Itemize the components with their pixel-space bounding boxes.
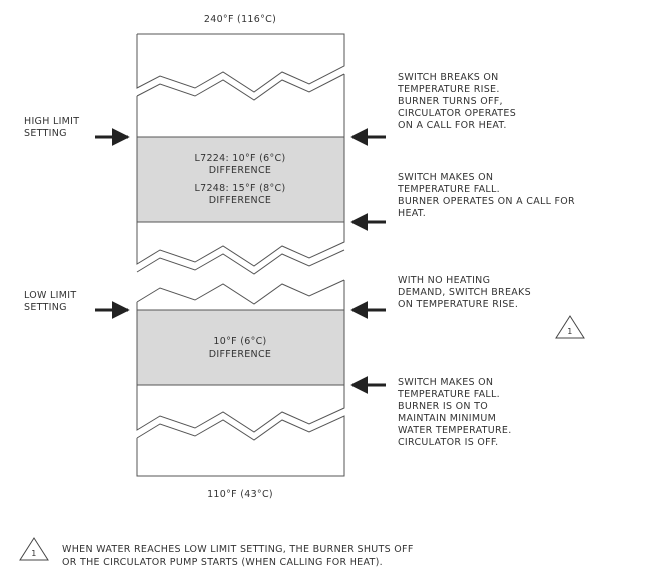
break-line-middle bbox=[136, 249, 345, 275]
note-2-line-3: BURNER OPERATES ON A CALL FOR bbox=[398, 196, 575, 207]
high-band-text-1: L7224: 10°F (6°C) bbox=[195, 153, 286, 164]
note-1-line-4: CIRCULATOR OPERATES bbox=[398, 108, 516, 119]
warning-triangle-number: 1 bbox=[567, 327, 572, 336]
note-3-line-3: ON TEMPERATURE RISE. bbox=[398, 299, 518, 310]
high-band-text-2: DIFFERENCE bbox=[209, 165, 271, 176]
lower-column-segment bbox=[136, 415, 345, 477]
note-4-line-2: TEMPERATURE FALL. bbox=[397, 389, 500, 400]
note-1-line-3: BURNER TURNS OFF, bbox=[398, 96, 503, 107]
low-band-text-1: 10°F (6°C) bbox=[213, 336, 266, 347]
note-4-line-6: CIRCULATOR IS OFF. bbox=[398, 437, 498, 448]
note-switch-breaks: SWITCH BREAKS ON TEMPERATURE RISE. BURNE… bbox=[397, 72, 516, 131]
footnote-line-2: OR THE CIRCULATOR PUMP STARTS (WHEN CALL… bbox=[62, 557, 383, 568]
high-limit-difference-band bbox=[136, 136, 345, 223]
note-4-line-1: SWITCH MAKES ON bbox=[398, 377, 493, 388]
high-band-text-4: DIFFERENCE bbox=[209, 195, 271, 206]
low-limit-column bbox=[136, 279, 345, 433]
note-4-line-5: WATER TEMPERATURE. bbox=[398, 425, 512, 436]
note-switch-makes-low: SWITCH MAKES ON TEMPERATURE FALL. BURNER… bbox=[397, 377, 512, 448]
low-limit-label-2: SETTING bbox=[24, 302, 67, 313]
note-4-line-3: BURNER IS ON TO bbox=[398, 401, 488, 412]
note-3-line-2: DEMAND, SWITCH BREAKS bbox=[398, 287, 531, 298]
note-1-line-5: ON A CALL FOR HEAT. bbox=[398, 120, 507, 131]
note-1-line-1: SWITCH BREAKS ON bbox=[398, 72, 499, 83]
note-no-heating-demand: WITH NO HEATING DEMAND, SWITCH BREAKS ON… bbox=[398, 275, 531, 310]
high-band-text-3: L7248: 15°F (8°C) bbox=[195, 183, 286, 194]
note-switch-makes-high: SWITCH MAKES ON TEMPERATURE FALL. BURNER… bbox=[397, 172, 575, 219]
note-2-line-2: TEMPERATURE FALL. bbox=[397, 184, 500, 195]
footnote: 1 WHEN WATER REACHES LOW LIMIT SETTING, … bbox=[19, 537, 414, 568]
warning-triangle-icon: 1 bbox=[555, 315, 585, 339]
low-limit-label-1: LOW LIMIT bbox=[24, 290, 76, 301]
high-limit-label-1: HIGH LIMIT bbox=[24, 116, 79, 127]
note-2-line-1: SWITCH MAKES ON bbox=[398, 172, 493, 183]
footnote-triangle-icon bbox=[19, 537, 49, 561]
high-limit-column bbox=[136, 74, 345, 267]
footnote-line-1: WHEN WATER REACHES LOW LIMIT SETTING, TH… bbox=[62, 544, 414, 555]
high-limit-label-2: SETTING bbox=[24, 128, 67, 139]
top-temperature-label: 240°F (116°C) bbox=[204, 14, 276, 25]
low-limit-difference-band bbox=[136, 309, 345, 386]
note-2-line-4: HEAT. bbox=[398, 208, 426, 219]
upper-column-segment bbox=[136, 33, 345, 101]
footnote-triangle-number: 1 bbox=[31, 549, 36, 558]
note-1-line-2: TEMPERATURE RISE. bbox=[397, 84, 500, 95]
bottom-temperature-label: 110°F (43°C) bbox=[207, 489, 273, 500]
note-3-line-1: WITH NO HEATING bbox=[398, 275, 490, 286]
note-4-line-4: MAINTAIN MINIMUM bbox=[398, 413, 496, 424]
low-band-text-2: DIFFERENCE bbox=[209, 349, 271, 360]
